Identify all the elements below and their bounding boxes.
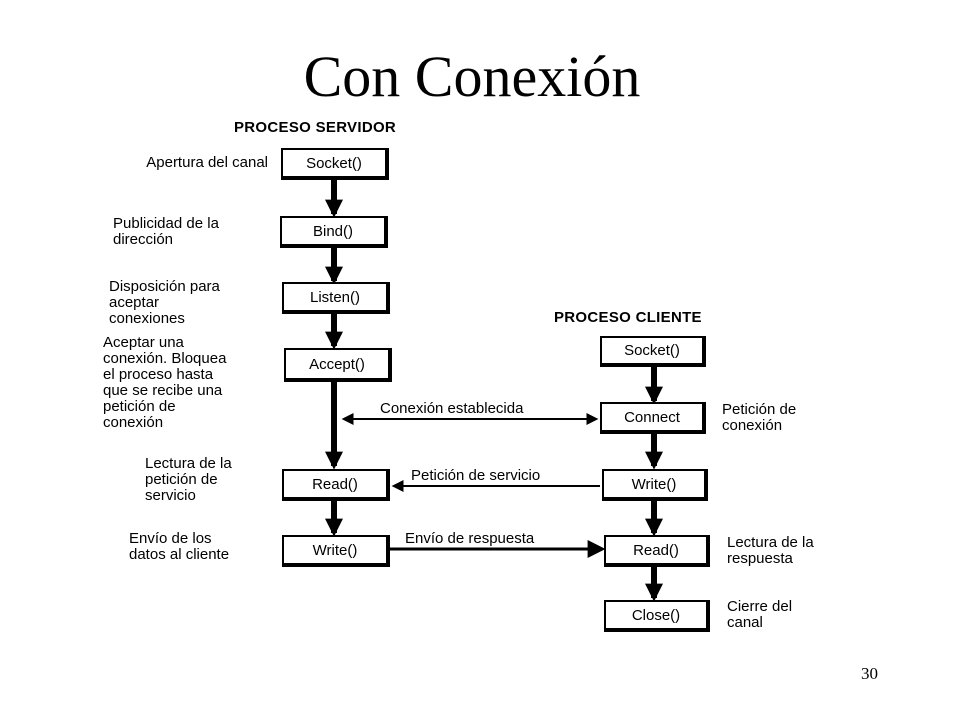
server-read-description: Lectura de la petición de servicio: [145, 455, 232, 504]
slide-title: Con Conexión: [303, 44, 641, 109]
server-listen-box: Listen(): [282, 282, 390, 314]
client-close-description: Cierre del canal: [727, 598, 793, 631]
server-write-description: Envío de los datos al cliente: [129, 530, 230, 563]
client-connect-description: Petición de conexión: [722, 401, 797, 434]
server-write-box: Write(): [282, 535, 390, 567]
connection-established-label: Conexión establecida: [380, 400, 524, 417]
page-number: 30: [861, 664, 878, 683]
client-write-box: Write(): [602, 469, 708, 501]
server-accept-description: Aceptar una conexión. Bloquea el proceso…: [103, 334, 227, 431]
client-connect-box: Connect: [600, 402, 706, 434]
client-heading: PROCESO CLIENTE: [554, 309, 702, 326]
server-accept-box: Accept(): [284, 348, 392, 382]
server-listen-description: Disposición para aceptar conexiones: [109, 278, 220, 327]
client-read-box: Read(): [604, 535, 710, 567]
response-label: Envío de respuesta: [405, 530, 535, 547]
server-socket-box: Socket(): [281, 148, 389, 180]
server-read-box: Read(): [282, 469, 390, 501]
server-bind-description: Publicidad de la dirección: [113, 215, 219, 248]
client-read-description: Lectura de la respuesta: [727, 534, 814, 567]
service-request-label: Petición de servicio: [411, 467, 541, 484]
server-heading: PROCESO SERVIDOR: [234, 119, 397, 136]
server-socket-description: Apertura del canal: [146, 154, 268, 171]
server-bind-box: Bind(): [280, 216, 388, 248]
client-socket-box: Socket(): [600, 336, 706, 367]
client-close-box: Close(): [604, 600, 710, 632]
